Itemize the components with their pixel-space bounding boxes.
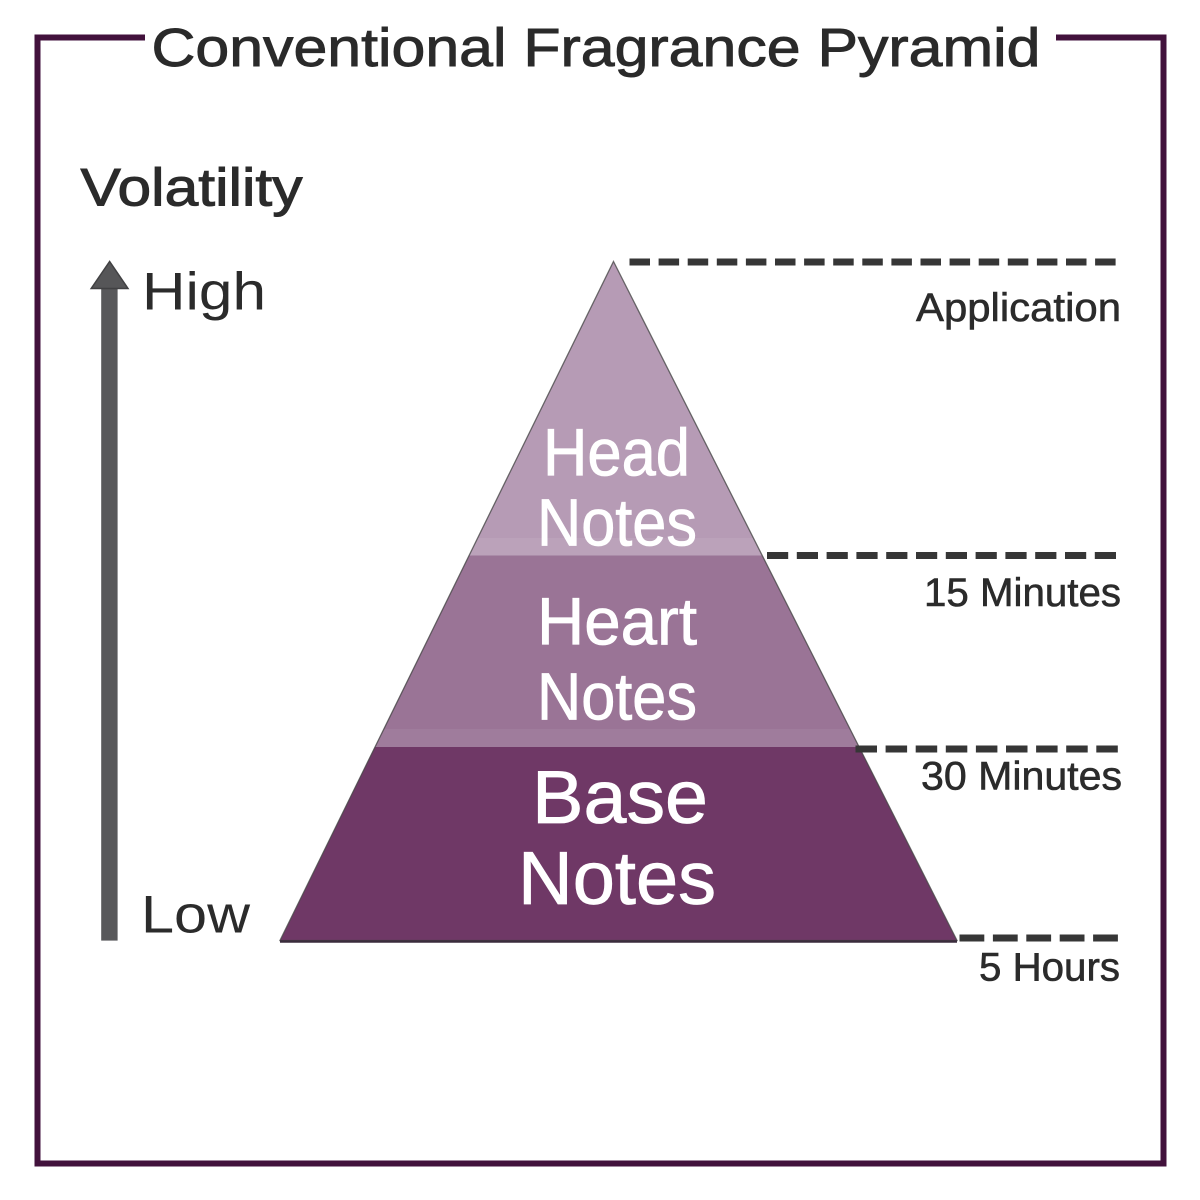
svg-text:Conventional Fragrance Pyramid: Conventional Fragrance Pyramid <box>152 18 1041 78</box>
svg-text:Base: Base <box>532 755 708 839</box>
svg-text:Heart: Heart <box>537 585 697 660</box>
svg-text:Notes: Notes <box>518 836 716 920</box>
svg-text:Notes: Notes <box>537 486 697 561</box>
svg-text:Notes: Notes <box>537 659 697 734</box>
svg-text:30 Minutes: 30 Minutes <box>921 755 1122 799</box>
svg-text:High: High <box>142 263 266 322</box>
svg-text:Application: Application <box>916 286 1121 330</box>
svg-text:5 Hours: 5 Hours <box>979 946 1120 990</box>
svg-text:Low: Low <box>141 885 251 944</box>
svg-text:Head: Head <box>543 416 690 491</box>
svg-text:15 Minutes: 15 Minutes <box>924 571 1121 615</box>
svg-text:Volatility: Volatility <box>81 158 304 217</box>
